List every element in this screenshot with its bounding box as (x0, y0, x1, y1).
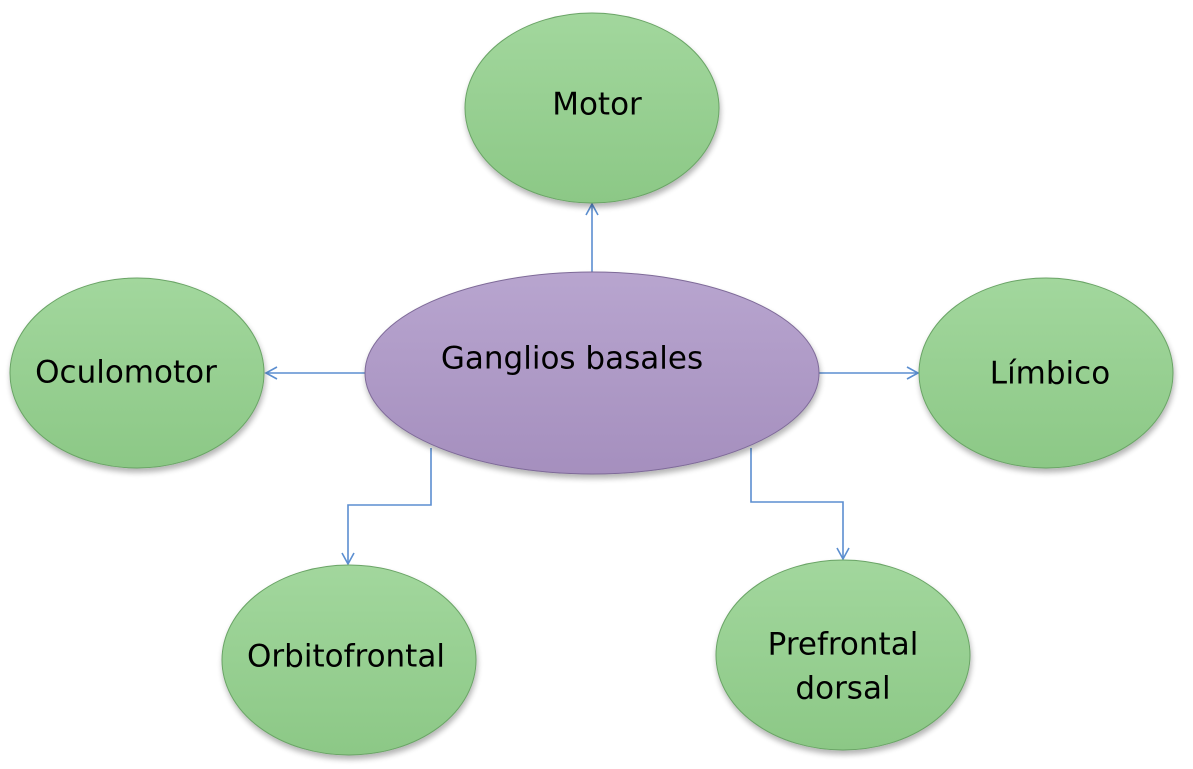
orbitofrontal-ellipse (221, 564, 477, 756)
connectors (264, 202, 920, 566)
center-label: Ganglios basales (441, 341, 703, 377)
orbitofrontal-label: Orbitofrontal (247, 639, 445, 675)
motor-label: Motor (552, 87, 642, 123)
node-ganglios-basales: Ganglios basales (364, 271, 820, 475)
prefrontal-dorsal-ellipse (715, 559, 971, 751)
node-limbico: Límbico (918, 277, 1174, 469)
oculomotor-ellipse (9, 277, 265, 469)
node-oculomotor: Oculomotor (9, 277, 265, 469)
limbico-ellipse (918, 277, 1174, 469)
center-ellipse (364, 271, 820, 475)
motor-ellipse (464, 12, 720, 204)
connector-to-prefrontal-dorsal (750, 448, 850, 561)
node-prefrontal-dorsal: Prefrontal dorsal (715, 559, 971, 751)
node-motor: Motor (464, 12, 720, 204)
limbico-label: Límbico (990, 356, 1110, 392)
node-orbitofrontal: Orbitofrontal (221, 564, 477, 756)
prefrontal-dorsal-label-line2: dorsal (795, 671, 890, 707)
prefrontal-dorsal-label-line1: Prefrontal (768, 627, 919, 663)
oculomotor-label: Oculomotor (35, 355, 217, 391)
connector-to-orbitofrontal (341, 448, 432, 566)
